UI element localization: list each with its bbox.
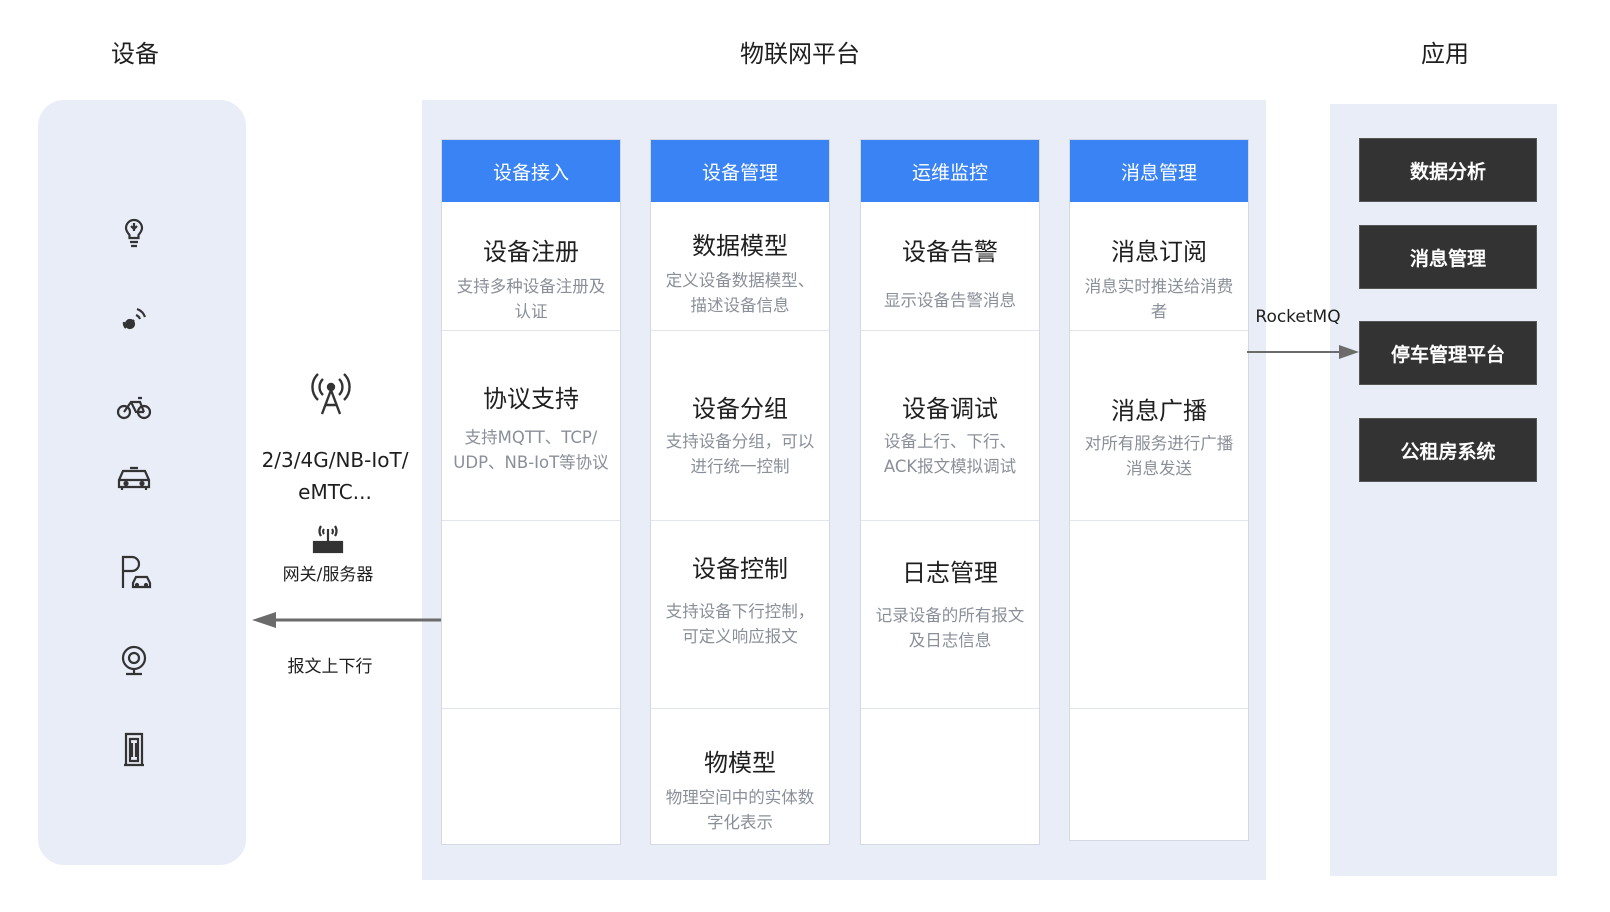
- module-cell[interactable]: 日志管理记录设备的所有报文及日志信息: [861, 520, 1039, 708]
- cell-description-line: 支持多种设备注册及: [456, 277, 606, 296]
- cell-description-line: 对所有服务进行广播: [1084, 434, 1234, 453]
- rocketmq-label: RocketMQ: [1255, 307, 1341, 327]
- module-cell[interactable]: 设备注册支持多种设备注册及认证: [442, 202, 620, 330]
- cell-description: 物理空间中的实体数字化表示: [655, 785, 825, 835]
- camera-icon: [108, 635, 160, 687]
- devices-header: 设备: [111, 40, 159, 68]
- cell-description-line: 进行统一控制: [690, 457, 790, 476]
- cell-description-line: 支持MQTT、TCP/: [464, 428, 598, 447]
- cell-title: 协议支持: [483, 385, 579, 413]
- cell-description-line: 字化表示: [707, 813, 773, 832]
- module-cell: [442, 520, 620, 708]
- app-button-public-housing[interactable]: 公租房系统: [1360, 419, 1536, 481]
- parking-icon: [108, 546, 160, 598]
- cell-description: 支持多种设备注册及认证: [446, 274, 616, 324]
- cell-description-line: 描述设备信息: [690, 296, 790, 315]
- module-cell[interactable]: 数据模型定义设备数据模型、描述设备信息: [651, 202, 829, 330]
- module-header[interactable]: 设备管理: [651, 140, 829, 202]
- network-line-1: 2/3/4G/NB-IoT/: [261, 448, 409, 472]
- cell-description: 设备上行、下行、 ACK报文模拟调试: [865, 429, 1035, 479]
- cell-title: 日志管理: [902, 559, 998, 587]
- cell-description: 支持设备下行控制， 可定义响应报文: [655, 599, 825, 649]
- module-header[interactable]: 设备接入: [442, 140, 620, 202]
- module-cell[interactable]: 设备分组支持设备分组，可以进行统一控制: [651, 330, 829, 520]
- cell-description-line: ACK报文模拟调试: [883, 457, 1017, 476]
- downlink-arrow: [252, 610, 442, 630]
- cell-description-line: 物理空间中的实体数: [665, 788, 815, 807]
- gateway-icon: [310, 520, 346, 556]
- cell-description-line: 可定义响应报文: [682, 627, 798, 646]
- cell-description-line: 显示设备告警消息: [884, 291, 1016, 310]
- cell-title: 消息订阅: [1111, 238, 1207, 266]
- cell-description: 支持设备分组，可以进行统一控制: [655, 429, 825, 479]
- door-gate-icon: [108, 723, 160, 775]
- cell-description-line: 记录设备的所有报文: [875, 606, 1025, 625]
- cell-description-line: 消息实时推送给消费: [1084, 277, 1234, 296]
- network-label: 2/3/4G/NB-IoT/ eMTC...: [246, 444, 424, 508]
- network-line-2: eMTC...: [298, 480, 372, 504]
- cell-title: 设备告警: [902, 238, 998, 266]
- cell-description: 对所有服务进行广播消息发送: [1074, 431, 1244, 481]
- apps-panel: [1330, 104, 1557, 876]
- module-column: 设备管理数据模型定义设备数据模型、描述设备信息设备分组支持设备分组，可以进行统一…: [650, 139, 830, 845]
- module-cell[interactable]: 消息订阅消息实时推送给消费者: [1070, 202, 1248, 330]
- antenna-icon: [308, 370, 354, 416]
- module-cell[interactable]: 物模型物理空间中的实体数字化表示: [651, 708, 829, 844]
- cell-title: 数据模型: [692, 232, 788, 260]
- module-cell: [861, 708, 1039, 844]
- platform-header: 物联网平台: [740, 40, 860, 68]
- module-cell[interactable]: 协议支持支持MQTT、TCP/UDP、NB-IoT等协议: [442, 330, 620, 520]
- cell-title: 物模型: [704, 749, 776, 777]
- cell-description: 记录设备的所有报文及日志信息: [865, 603, 1035, 653]
- module-header[interactable]: 消息管理: [1070, 140, 1248, 202]
- module-cell[interactable]: 设备告警显示设备告警消息: [861, 202, 1039, 330]
- cell-description-line: 支持设备下行控制，: [665, 602, 815, 621]
- message-label: 报文上下行: [287, 657, 373, 677]
- cell-title: 设备调试: [902, 395, 998, 423]
- light-bulb-icon: [108, 205, 160, 257]
- module-column: 消息管理消息订阅消息实时推送给消费者消息广播对所有服务进行广播消息发送: [1069, 139, 1249, 841]
- app-button-parking-platform[interactable]: 停车管理平台: [1360, 322, 1536, 384]
- module-cell: [1070, 708, 1248, 840]
- module-column: 设备接入设备注册支持多种设备注册及认证协议支持支持MQTT、TCP/UDP、NB…: [441, 139, 621, 845]
- cell-description-line: 设备上行、下行、: [884, 432, 1016, 451]
- cell-title: 设备注册: [483, 238, 579, 266]
- gateway-label: 网关/服务器: [282, 565, 374, 585]
- module-cell: [442, 708, 620, 844]
- cell-title: 设备控制: [692, 555, 788, 583]
- app-button-message-management[interactable]: 消息管理: [1360, 226, 1536, 288]
- sensor-icon: [108, 292, 160, 344]
- apps-header: 应用: [1421, 40, 1469, 68]
- car-icon: [108, 450, 160, 502]
- app-button-data-analysis[interactable]: 数据分析: [1360, 139, 1536, 201]
- cell-description-line: 及日志信息: [908, 631, 992, 650]
- module-cell: [1070, 520, 1248, 708]
- cell-title: 消息广播: [1111, 397, 1207, 425]
- module-column: 运维监控设备告警显示设备告警消息设备调试设备上行、下行、 ACK报文模拟调试日志管…: [860, 139, 1040, 845]
- cell-description-line: 者: [1150, 302, 1168, 321]
- cell-description-line: 消息发送: [1126, 459, 1192, 478]
- bicycle-icon: [108, 380, 160, 432]
- cell-title: 设备分组: [692, 395, 788, 423]
- cell-description: 消息实时推送给消费者: [1074, 274, 1244, 324]
- module-cell[interactable]: 设备控制支持设备下行控制， 可定义响应报文: [651, 520, 829, 708]
- cell-description: 显示设备告警消息: [865, 288, 1035, 313]
- cell-description-line: 认证: [514, 302, 548, 321]
- cell-description: 定义设备数据模型、描述设备信息: [655, 268, 825, 318]
- cell-description: 支持MQTT、TCP/UDP、NB-IoT等协议: [446, 425, 616, 475]
- cell-description-line: UDP、NB-IoT等协议: [453, 453, 609, 472]
- rocketmq-arrow: [1247, 343, 1359, 361]
- cell-description-line: 定义设备数据模型、: [665, 271, 815, 290]
- module-cell[interactable]: 消息广播对所有服务进行广播消息发送: [1070, 330, 1248, 520]
- module-cell[interactable]: 设备调试设备上行、下行、 ACK报文模拟调试: [861, 330, 1039, 520]
- module-header[interactable]: 运维监控: [861, 140, 1039, 202]
- cell-description-line: 支持设备分组，可以: [665, 432, 815, 451]
